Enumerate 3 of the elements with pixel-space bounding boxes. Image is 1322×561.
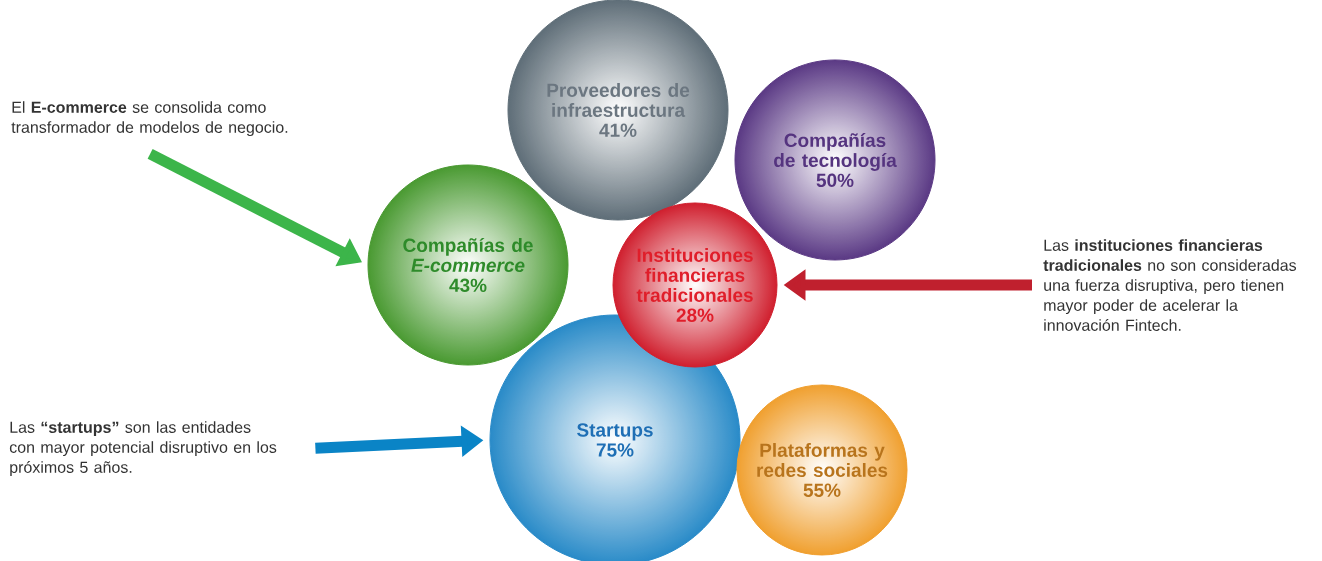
note-text: Las “startups” son las entidades con mayor potencial disruptivo en los próximos 5 años. <box>9 421 277 477</box>
note-text: Las instituciones financieras tradicionales no son consideradas una fuerza disruptiva, pero tienen mayor poder de acelerar la innovación Fintech. <box>1043 239 1297 331</box>
note-text: El E-commerce se consolida como transformador de modelos de negocio. <box>11 101 288 137</box>
